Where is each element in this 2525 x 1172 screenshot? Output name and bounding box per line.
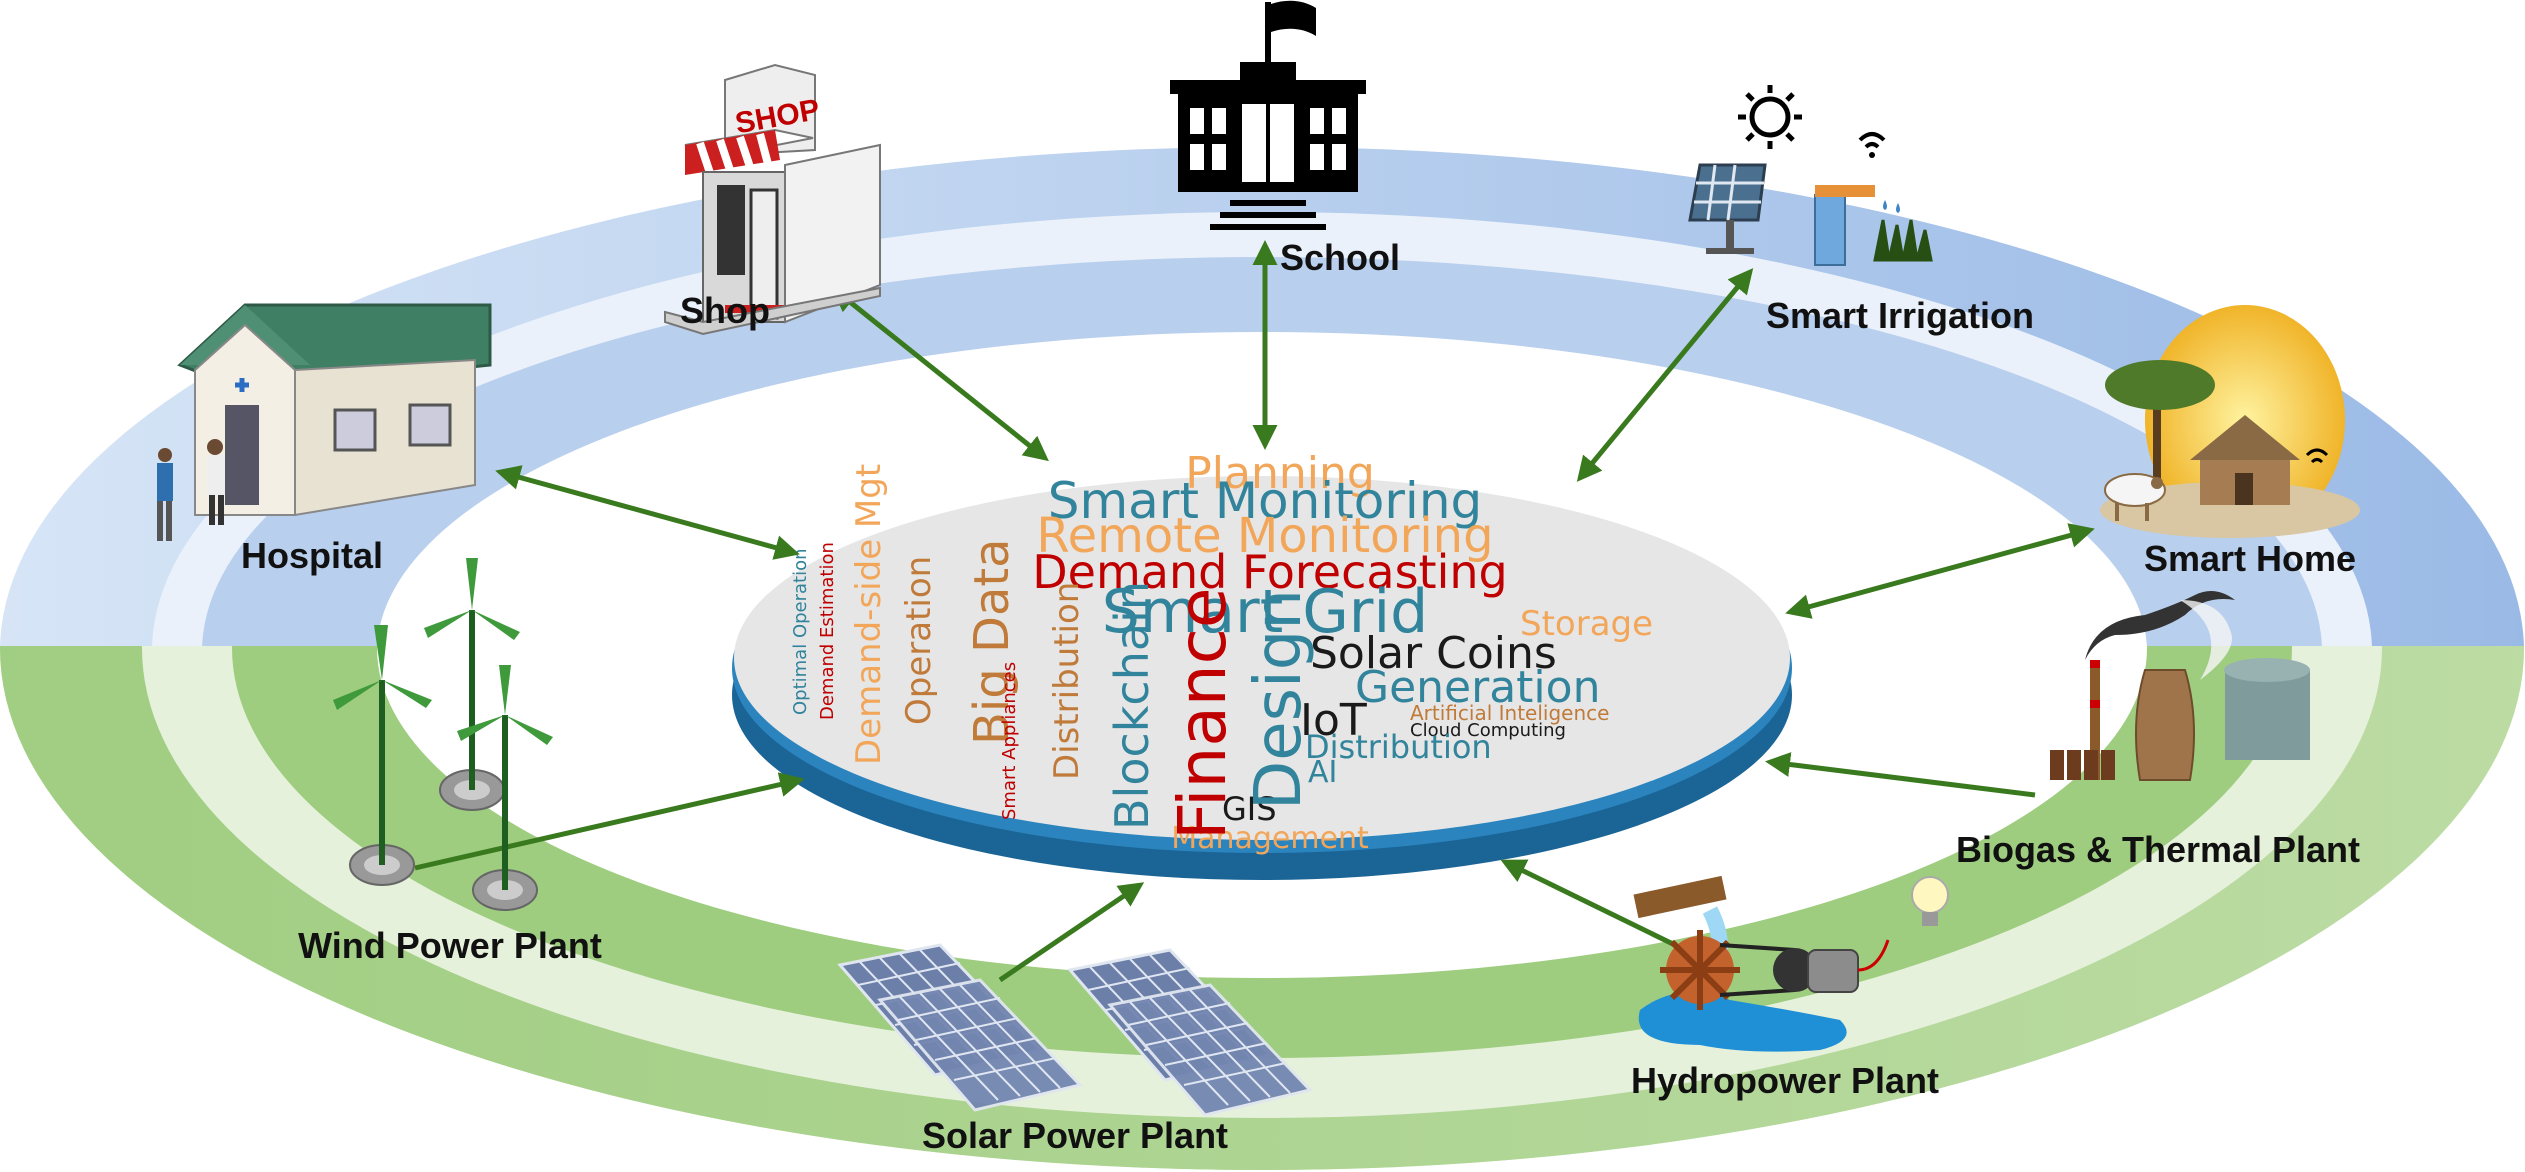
smart-home-icon	[2100, 305, 2360, 538]
word-remote-monitoring: Remote Monitoring	[1036, 508, 1493, 564]
word-storage: Storage	[1520, 604, 1653, 644]
word-smart-appliances: Smart Appliances	[999, 662, 1020, 820]
word-distribution-h: Distribution	[1305, 728, 1492, 766]
arrow-wind	[414, 772, 805, 871]
wind-turbine-icon	[333, 558, 553, 911]
hydropower-icon	[1633, 875, 1949, 1052]
word-cloud: Planning Smart Monitoring Remote Monitor…	[790, 448, 1653, 856]
word-solar-coins: Solar Coins	[1310, 628, 1557, 679]
hospital-icon	[157, 303, 492, 541]
word-demand-forecasting: Demand Forecasting	[1032, 545, 1507, 599]
label-wind-power-plant: Wind Power Plant	[298, 925, 602, 966]
label-solar-power-plant: Solar Power Plant	[922, 1115, 1228, 1156]
word-iot: IoT	[1300, 695, 1367, 746]
arrow-smart-home	[1785, 523, 2095, 619]
word-demand-estimation: Demand Estimation	[817, 542, 838, 720]
label-hydropower-plant: Hydropower Plant	[1631, 1060, 1939, 1101]
arrow-biogas	[1765, 752, 2036, 798]
word-demand-side-mgt: Demand-side Mgt	[849, 464, 889, 765]
word-finance: Finance	[1164, 588, 1241, 841]
central-disk	[732, 476, 1792, 880]
arrow-hydro	[1500, 859, 1677, 948]
word-blockchain: Blockchain	[1105, 581, 1159, 830]
word-optimal-operation: Optimal Operation	[790, 548, 811, 715]
word-generation: Generation	[1355, 662, 1600, 713]
arrow-shop	[831, 286, 1049, 462]
word-distribution-v: Distribution	[1047, 582, 1087, 780]
biogas-thermal-icon	[2050, 591, 2310, 781]
arrow-solar	[998, 882, 1145, 983]
arrow-hospital	[495, 465, 800, 560]
label-biogas-thermal-plant: Biogas & Thermal Plant	[1956, 829, 2360, 870]
label-smart-irrigation: Smart Irrigation	[1766, 295, 2034, 336]
word-management: Management	[1171, 821, 1369, 856]
word-operation: Operation	[899, 556, 939, 725]
shop-icon: SHOP	[664, 63, 881, 336]
word-artificial-intelligence: Artificial Inteligence	[1410, 701, 1609, 725]
label-shop: Shop	[680, 290, 770, 331]
word-big-data: Big Data	[964, 538, 1020, 745]
word-planning: Planning	[1185, 448, 1375, 499]
word-gis: GIS	[1222, 790, 1277, 828]
label-smart-home: Smart Home	[2144, 538, 2356, 579]
word-design: Design	[1242, 589, 1316, 810]
word-smart-monitoring: Smart Monitoring	[1048, 472, 1483, 530]
smart-irrigation-icon	[1688, 85, 1933, 266]
arrow-irrigation	[1576, 268, 1754, 482]
solar-panel-icon	[837, 943, 1313, 1117]
label-hospital: Hospital	[241, 535, 383, 576]
word-smart-grid: Smart Grid	[1102, 577, 1428, 647]
label-school: School	[1280, 237, 1400, 278]
word-cloud-computing: Cloud Computing	[1410, 720, 1566, 741]
word-ai: AI	[1308, 755, 1337, 790]
connection-arrows	[414, 240, 2095, 983]
school-icon	[1170, 0, 1366, 230]
